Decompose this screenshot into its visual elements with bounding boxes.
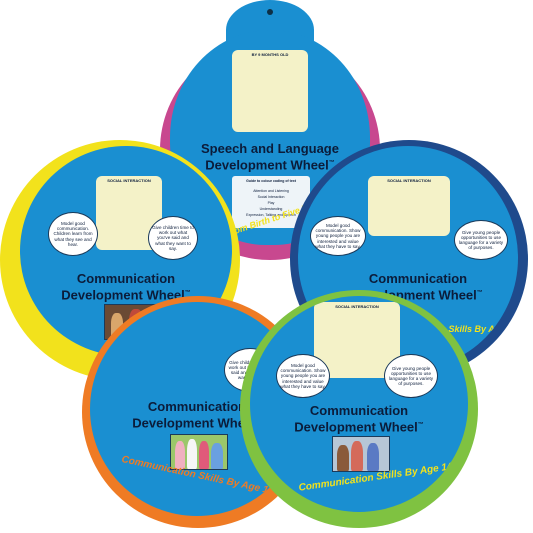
window-heading: SOCIAL INTERACTION (387, 178, 431, 183)
children-photo (332, 436, 390, 472)
title-line-1: Speech and Language (201, 141, 339, 156)
age-window: BY 9 MONTHS OLD (232, 50, 308, 132)
guide-item: Understanding (259, 207, 283, 211)
hanging-hole (267, 9, 273, 15)
title-line-2: Development Wheel (294, 419, 418, 435)
wheel-title: Communication Development Wheel™ (250, 404, 468, 434)
title-line-1: Communication (76, 271, 176, 286)
age-window: SOCIAL INTERACTION (96, 176, 162, 250)
speech-bubble: Give children time to work out what you'… (148, 216, 198, 260)
title-line-2: Development Wheel (132, 415, 256, 431)
trademark: ™ (184, 290, 191, 296)
title-line-2: Development Wheel (61, 287, 185, 303)
trademark: ™ (328, 160, 335, 166)
age-window: SOCIAL INTERACTION (314, 302, 400, 378)
guide-item: Play (267, 201, 275, 205)
title-line-2: Development Wheel (205, 157, 329, 173)
title-line-1: Communication (368, 271, 468, 286)
window-heading: SOCIAL INTERACTION (107, 178, 151, 183)
guide-item: Expression, Talking and Speech (246, 213, 296, 217)
speech-bubble: Model good communication. Children learn… (48, 212, 98, 256)
guide-item: Attention and Listening (253, 189, 289, 193)
window-heading: BY 9 MONTHS OLD (251, 52, 289, 57)
wheel-disc: BY 9 MONTHS OLD Speech and Language Deve… (170, 30, 370, 245)
speech-bubble: Model good communication. Show young peo… (310, 216, 366, 256)
children-photo (170, 434, 228, 470)
speech-bubble: Give young people opportunities to use l… (384, 354, 438, 398)
wheel-title: Communication Development Wheel™ (20, 272, 232, 302)
guide-title: Guide to colour coding of text (246, 179, 296, 183)
colour-guide-box: Guide to colour coding of text Attention… (232, 176, 310, 228)
wheel-title: Speech and Language Development Wheel™ (170, 142, 370, 172)
wheel-title: Communication Development Wheel™ (90, 400, 304, 430)
window-heading: SOCIAL INTERACTION (335, 304, 379, 309)
age-14-wheel: SOCIAL INTERACTION Model good communicat… (240, 290, 480, 528)
guide-item: Social Interaction (257, 195, 285, 199)
speech-bubble: Model good communication. Show young peo… (276, 354, 330, 398)
speech-bubble: Give young people opportunities to use l… (454, 220, 508, 260)
trademark: ™ (476, 290, 483, 296)
age-window: SOCIAL INTERACTION (368, 176, 450, 236)
title-line-1: Communication (147, 399, 247, 414)
wheel-disc: SOCIAL INTERACTION Model good communicat… (250, 296, 468, 512)
title-line-1: Communication (309, 403, 409, 418)
trademark: ™ (417, 422, 424, 428)
